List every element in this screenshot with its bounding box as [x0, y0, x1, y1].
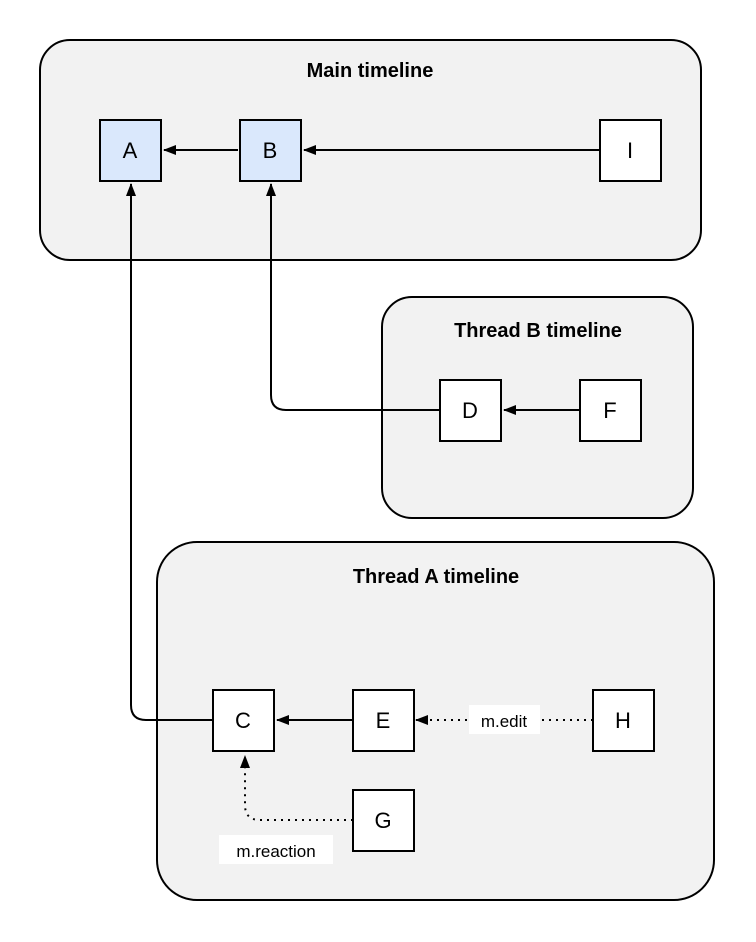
node-a: A: [99, 119, 162, 182]
edge-g-to-c-dotted: [240, 755, 353, 821]
node-c-box: [212, 689, 275, 752]
node-d: D: [439, 379, 502, 442]
node-e: E: [352, 689, 415, 752]
node-i-box: [599, 119, 662, 182]
node-f: F: [579, 379, 642, 442]
node-h-label: H: [615, 708, 631, 733]
node-f-box: [579, 379, 642, 442]
node-h: H: [592, 689, 655, 752]
node-h-box: [592, 689, 655, 752]
edge-label-m-edit-background: [469, 705, 540, 734]
node-g: G: [352, 789, 415, 852]
node-d-box: [439, 379, 502, 442]
node-b: B: [239, 119, 302, 182]
edge-label-m-reaction-background: [219, 835, 333, 864]
node-a-label: A: [123, 138, 138, 163]
edge-label-m-reaction: m.reaction: [236, 842, 315, 861]
node-i: I: [599, 119, 662, 182]
node-e-box: [352, 689, 415, 752]
node-b-box: [239, 119, 302, 182]
edge-d-to-b: [266, 183, 440, 411]
edge-c-to-a: [126, 183, 213, 721]
node-g-label: G: [374, 808, 391, 833]
node-i-label: I: [627, 138, 633, 163]
node-c: C: [212, 689, 275, 752]
node-b-label: B: [263, 138, 278, 163]
node-c-label: C: [235, 708, 251, 733]
edge-label-m-edit: m.edit: [481, 712, 528, 731]
node-f-label: F: [603, 398, 616, 423]
node-a-box: [99, 119, 162, 182]
main-timeline-title: Main timeline: [307, 60, 434, 82]
thread-b-timeline-title: Thread B timeline: [454, 320, 622, 342]
node-g-box: [352, 789, 415, 852]
node-e-label: E: [376, 708, 391, 733]
node-d-label: D: [462, 398, 478, 423]
thread-a-timeline-title: Thread A timeline: [353, 566, 519, 588]
thread-b-timeline-container: [381, 296, 694, 519]
